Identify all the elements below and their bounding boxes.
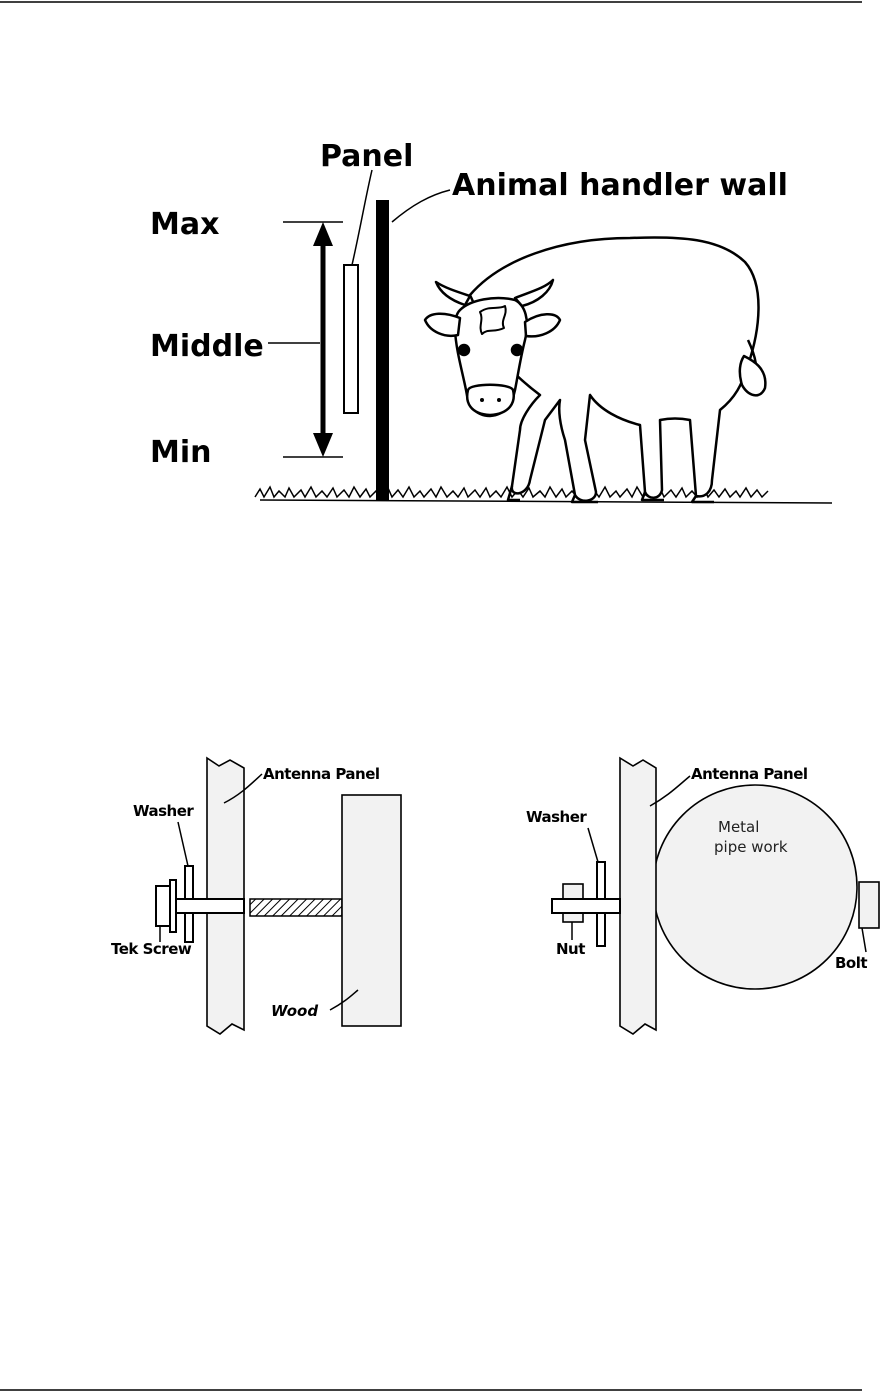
label-tek-screw: Tek Screw bbox=[111, 940, 192, 958]
label-washer-wood: Washer bbox=[133, 802, 194, 820]
animal-handler-wall bbox=[376, 200, 389, 500]
screw-thread bbox=[250, 899, 342, 916]
tek-screw-shaft bbox=[176, 899, 244, 913]
wood-block bbox=[342, 795, 401, 1026]
antenna-panel-pipe bbox=[620, 758, 656, 1034]
label-bolt: Bolt bbox=[835, 954, 867, 972]
panel bbox=[344, 265, 358, 413]
label-washer-pipe: Washer bbox=[526, 808, 587, 826]
label-pipe-work: pipe work bbox=[714, 838, 788, 856]
label-nut: Nut bbox=[556, 940, 585, 958]
cow-illustration bbox=[425, 237, 765, 502]
label-middle: Middle bbox=[150, 329, 264, 364]
bolt-shaft bbox=[552, 899, 620, 913]
label-min: Min bbox=[150, 435, 212, 470]
label-wood: Wood bbox=[271, 1002, 318, 1020]
label-antenna-panel-pipe: Antenna Panel bbox=[691, 765, 808, 783]
metal-pipe bbox=[653, 785, 857, 989]
tek-screw-head bbox=[156, 886, 170, 926]
double-arrow-icon bbox=[313, 222, 333, 457]
label-panel: Panel bbox=[320, 139, 413, 174]
label-metal: Metal bbox=[718, 818, 759, 836]
antenna-panel-wood bbox=[207, 758, 244, 1034]
label-max: Max bbox=[150, 207, 219, 242]
pipe-mount-figure: Antenna Panel Washer Metal pipe work Nut… bbox=[526, 758, 879, 1034]
label-wall: Animal handler wall bbox=[452, 168, 788, 203]
mounting-height-figure: Panel Animal handler wall Max Middle Min bbox=[150, 139, 832, 503]
bolt-head bbox=[859, 882, 879, 928]
grass-ground bbox=[255, 487, 832, 503]
label-antenna-panel-wood: Antenna Panel bbox=[263, 765, 380, 783]
wood-mount-figure: Antenna Panel Washer Tek Screw Wood bbox=[111, 758, 401, 1034]
